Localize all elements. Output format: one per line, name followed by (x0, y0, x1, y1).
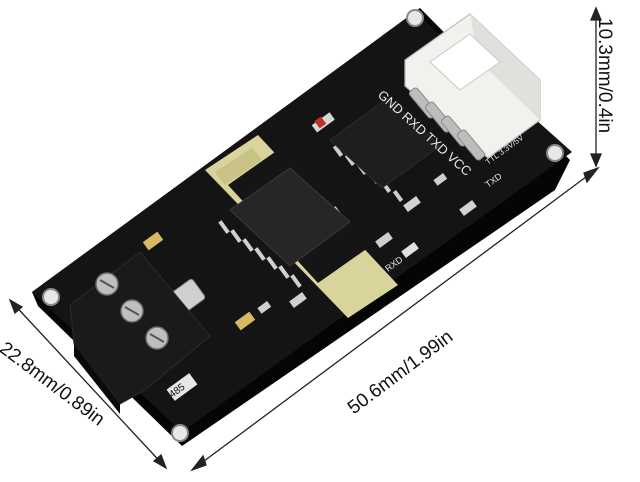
height-arrow-top (590, 6, 602, 21)
height-dimension-label: 10.3mm/0.4in (594, 18, 615, 134)
isolation-strip-shade (215, 148, 262, 185)
dimension-lines (8, 6, 602, 472)
width-dimension-line (9, 299, 167, 469)
width-arrow-bottom (152, 453, 168, 470)
length-dimension-line (191, 167, 599, 471)
ic-chip-lower (218, 167, 351, 288)
ic-chip-upper (329, 97, 441, 203)
mounting-hole (546, 144, 564, 162)
mounting-hole (171, 424, 189, 442)
mounting-hole (406, 9, 424, 27)
height-arrow-bottom (590, 153, 602, 168)
mounting-hole (42, 288, 60, 306)
length-arrow-right (583, 166, 600, 184)
width-arrow-top (8, 298, 24, 315)
length-arrow-left (190, 454, 207, 472)
screw-terminal (69, 251, 211, 414)
mounting-holes (42, 9, 564, 442)
jst-connector (404, 13, 541, 161)
